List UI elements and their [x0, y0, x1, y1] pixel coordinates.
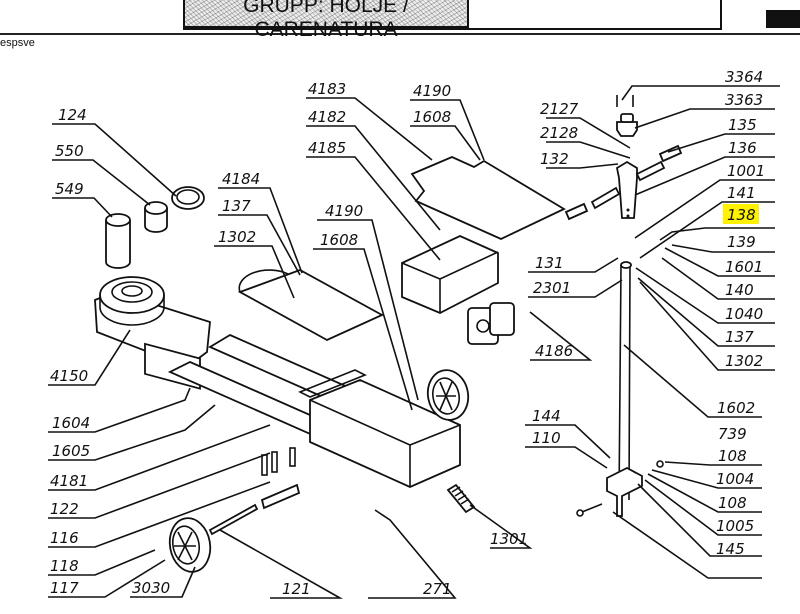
callout-label: 4186: [535, 342, 573, 360]
redaction-mark: [766, 10, 800, 28]
callout-label: 108: [718, 494, 747, 512]
callout-label: 117: [50, 579, 79, 597]
callout-label: 4150: [50, 367, 88, 385]
callout-label: 3364: [725, 68, 763, 86]
callout-label: 121: [282, 580, 311, 598]
callout-label: 2127: [540, 100, 579, 118]
callout-label: 139: [727, 233, 756, 251]
callout-label: 3030: [132, 579, 170, 597]
callout-label: 4190: [413, 82, 451, 100]
lid-panel-part: [410, 156, 566, 240]
callout-label: 136: [728, 139, 757, 157]
page-title: GRUPP: HÖLJE / CARENATURA: [243, 0, 409, 41]
callout-label: 124: [58, 106, 87, 124]
callout-label-highlighted: 138: [727, 206, 756, 224]
callout-label: 4184: [222, 170, 260, 188]
cap-part: [616, 95, 638, 137]
t-handle-part: [590, 160, 666, 219]
callout-label: 4182: [308, 108, 346, 126]
callout-label: 1301: [490, 530, 528, 548]
header: GRUPP: HÖLJE / CARENATURA espsve: [0, 0, 800, 49]
callout-label: 135: [728, 116, 757, 134]
callout-label: 131: [535, 254, 564, 272]
callout-label: 549: [55, 180, 84, 198]
callout-label: 739: [718, 425, 747, 443]
handle-tube-part: [618, 261, 632, 501]
frame-chassis-part: [167, 333, 461, 488]
callout-label: 3363: [725, 91, 763, 109]
cover-box-part: [401, 235, 499, 314]
leader-lines: [48, 85, 780, 599]
callout-labels: 124 550 549 4150 1604 1605 4181 122 116 …: [50, 68, 765, 598]
callout-label: 1302: [725, 352, 763, 370]
callout-label: 1040: [725, 305, 763, 323]
subtitle: espsve: [0, 37, 35, 49]
callout-label: 118: [50, 557, 79, 575]
callout-label: 550: [55, 142, 84, 160]
callout-label: 1001: [727, 162, 765, 180]
rear-wheel-part: [168, 517, 212, 573]
callout-label: 1604: [52, 414, 90, 432]
callout-label: 271: [423, 580, 452, 598]
callout-label: 4190: [325, 202, 363, 220]
callout-label: 1608: [413, 108, 451, 126]
axle-part: [208, 503, 259, 536]
callout-label: 137: [725, 328, 754, 346]
bracket-part: [260, 447, 301, 510]
motor-base-part: [94, 276, 211, 390]
bottom-bracket-part: [576, 460, 664, 517]
front-wheel-part: [426, 369, 470, 421]
callout-label: 1601: [725, 258, 763, 276]
spring-part: [446, 483, 476, 514]
callout-label: 2301: [533, 279, 571, 297]
pump-part: [467, 302, 515, 345]
side-panel-part: [237, 269, 385, 342]
callout-label: 1605: [52, 442, 90, 460]
callout-label: 110: [532, 429, 561, 447]
callout-label: 4181: [50, 472, 88, 490]
callout-label: 137: [222, 197, 251, 215]
callout-label: 122: [50, 500, 79, 518]
small-cylinder-part: [144, 201, 168, 233]
callout-label: 1602: [717, 399, 755, 417]
callout-label: 108: [718, 447, 747, 465]
callout-label: 1302: [218, 228, 256, 246]
callout-label: 145: [716, 540, 745, 558]
title-banner: GRUPP: HÖLJE / CARENATURA: [183, 0, 469, 41]
callout-label: 141: [727, 184, 756, 202]
callout-label: 2128: [540, 124, 578, 142]
callout-label: 144: [532, 407, 561, 425]
callout-label: 1608: [320, 231, 358, 249]
callout-label: 4183: [308, 80, 346, 98]
callout-label: 140: [725, 281, 754, 299]
header-rule: [0, 33, 800, 35]
callout-label: 132: [540, 150, 569, 168]
tall-cylinder-part: [105, 213, 131, 269]
callout-label: 4185: [308, 139, 346, 157]
ring-part: [171, 186, 205, 210]
callout-label: 116: [50, 529, 79, 547]
callout-label: 1004: [716, 470, 754, 488]
highlight-marker: [723, 204, 759, 224]
callout-label: 1005: [716, 517, 754, 535]
